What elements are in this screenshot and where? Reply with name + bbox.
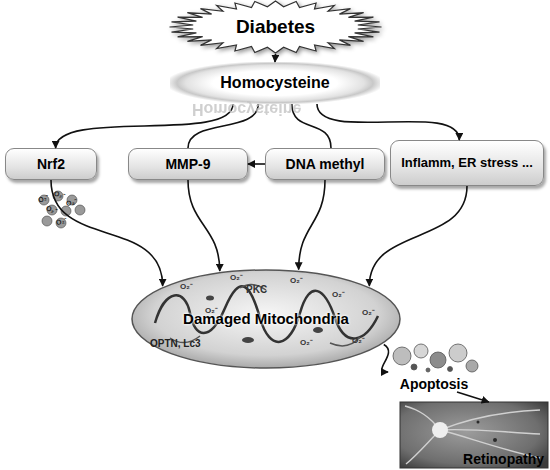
process-box: MMP-9 [128, 148, 248, 180]
superoxide-label: O₂⁻ [290, 274, 303, 285]
superoxide-label: O₂⁻ [352, 334, 365, 345]
annotation-label: PKC [246, 284, 267, 295]
superoxide-label: O₂⁻ [45, 203, 58, 215]
arrow-connector [188, 180, 220, 271]
superoxide-label: O₂⁻ [180, 280, 193, 291]
arrow-connector [299, 180, 325, 269]
starburst-node: Diabetes [168, 0, 383, 54]
process-box: Inflamm, ER stress ... [390, 140, 544, 186]
damage-spot [242, 337, 254, 343]
cell-fragment [426, 368, 430, 372]
superoxide-label: O₂⁻ [332, 288, 345, 299]
arrow-connector [51, 180, 163, 286]
arrow-connector [369, 186, 467, 286]
starburst-outline [170, 1, 382, 53]
arrow-connector [317, 104, 459, 140]
ros-particle [42, 216, 52, 226]
cell-fragment [411, 364, 417, 370]
process-box: Nrf2 [5, 148, 97, 180]
fundus-background [400, 402, 548, 468]
cristae [170, 284, 360, 345]
node-label: Inflamm, ER stress ... [401, 156, 533, 171]
arrow-connector [457, 392, 489, 402]
cloud-node: Homocysteine [170, 62, 380, 104]
superoxide-label: O₂⁻ [300, 336, 313, 347]
superoxide-label: O₂⁻ [205, 304, 218, 315]
cell [449, 344, 467, 362]
arrow-connector [382, 345, 389, 373]
lesion [477, 421, 480, 424]
cell [466, 360, 478, 372]
superoxide-label: O₂⁻ [65, 197, 77, 208]
node-label: Homocysteine [220, 74, 329, 92]
process-box: DNA methyl [265, 148, 385, 180]
cell-fragment [448, 367, 453, 372]
arrow-connector [248, 163, 265, 165]
node-label: Retinopathy [463, 451, 544, 467]
arrow-connector [274, 54, 276, 62]
node-label: MMP-9 [165, 156, 210, 172]
mitochondrion-node: Damaged Mitochondria [130, 268, 402, 370]
node-label: Diabetes [236, 16, 315, 38]
image-node: Retinopathy [400, 402, 548, 468]
cell [414, 344, 428, 358]
damage-spot [313, 327, 323, 333]
ros-particle [61, 206, 71, 216]
superoxide-label: O₂⁻ [230, 271, 243, 282]
lesion [493, 438, 497, 442]
apoptosis-node: Apoptosis [388, 342, 480, 392]
node-label: Apoptosis [400, 376, 468, 392]
node-label: Nrf2 [37, 156, 65, 172]
optic-disc [432, 422, 448, 438]
node-label: DNA methyl [286, 156, 365, 172]
mitochondrion-outline [132, 270, 400, 368]
reflection-text: Homocysteine [192, 100, 301, 118]
ros-particle [75, 205, 85, 215]
damage-spot [206, 296, 214, 301]
cell [430, 352, 446, 368]
cell [393, 347, 411, 365]
annotation-label: OPTN, Lc3 [150, 338, 201, 349]
superoxide-label: O₂⁻ [362, 306, 375, 317]
